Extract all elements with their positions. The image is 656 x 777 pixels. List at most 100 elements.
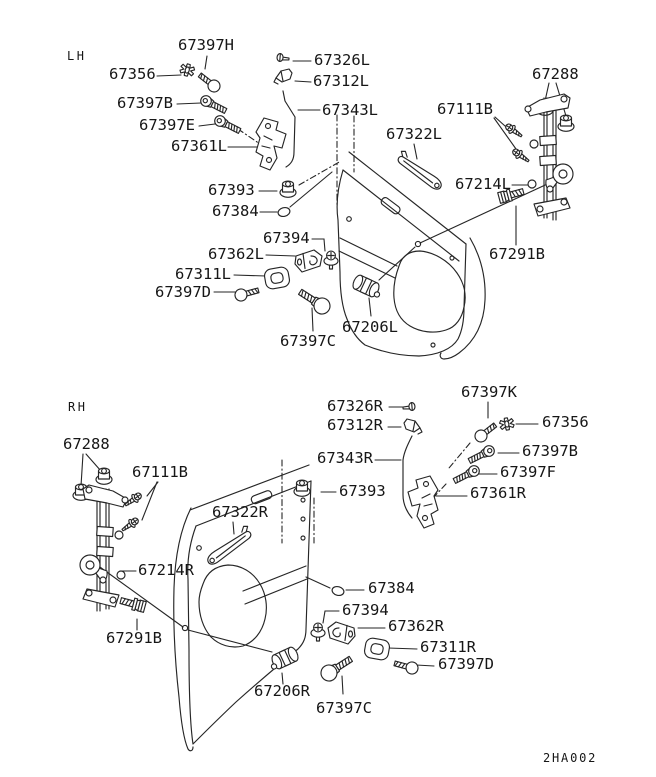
part-label-67206R-rh: 67206R [254, 682, 311, 700]
screw-67394-lh-icon [323, 250, 339, 270]
part-label-67326R-rh: 67326R [327, 397, 384, 415]
part-label-67111B-rh: 67111B [132, 463, 188, 481]
rod-clip-67312R-icon [403, 418, 423, 435]
door-handle-67322R-icon [201, 524, 257, 567]
bolt-67397B-lh-icon [198, 93, 229, 117]
leader-line [198, 123, 216, 127]
door-latch-67361L-icon [255, 117, 287, 171]
part-label-67312R-rh: 67312R [327, 416, 384, 434]
part-label-67394-rh: 67394 [342, 601, 389, 619]
part-label-67397B-rh: 67397B [522, 442, 578, 460]
part-label-67288-lh: 67288 [532, 65, 579, 83]
part-label-67311R-rh: 67311R [420, 638, 477, 656]
bolt-67397E-icon [212, 113, 243, 137]
leader-line [265, 254, 296, 257]
part-label-67214L-lh: 67214L [455, 175, 511, 193]
leader-line [341, 675, 344, 695]
leader-line [368, 297, 372, 317]
crank-clamp-67206L-icon [350, 273, 385, 301]
part-label-67361R-rh: 67361R [470, 484, 527, 502]
part-label-67397C-rh: 67397C [316, 699, 372, 717]
part-label-67397B-lh: 67397B [117, 94, 173, 112]
part-labels-layer: LH67397H6735667397B67397E67361L67326L673… [63, 36, 597, 765]
leader-line [92, 561, 184, 628]
leader-line [387, 647, 418, 650]
bolt-67397B-rh-icon [466, 443, 497, 467]
gasket-67311L-icon [262, 265, 292, 291]
part-label-67322R-rh: 67322R [212, 503, 269, 521]
leader-line [281, 672, 284, 685]
leader-line [322, 610, 340, 624]
screw-67111B-rh-icon-2 [119, 515, 141, 535]
part-label-67356-rh: 67356 [542, 413, 589, 431]
leader-line [187, 629, 273, 653]
part-label-67394-lh: 67394 [263, 229, 310, 247]
part-label-67312L-lh: 67312L [313, 72, 369, 90]
window-regulator-67214R-icon [79, 484, 129, 612]
leader-line [80, 453, 84, 487]
leader-line [305, 576, 331, 589]
lock-rod-67343R [402, 435, 413, 519]
bolt-67397C-lh-icon [295, 284, 334, 318]
part-label-67384-rh: 67384 [368, 579, 415, 597]
part-label-67393-rh: 67393 [339, 482, 386, 500]
screw-67111B-lh-icon-2 [510, 146, 532, 166]
screw-67326L-icon [276, 52, 290, 63]
leader-line [415, 664, 435, 667]
part-label-67361L-lh: 67361L [171, 137, 227, 155]
part-label-67322L-lh: 67322L [386, 125, 442, 143]
leader-line [311, 307, 314, 332]
part-label-67397H-lh: 67397H [178, 36, 234, 54]
section-header-lh: LH [67, 49, 86, 63]
projection-line [298, 160, 342, 186]
part-label-67397D-lh: 67397D [155, 283, 211, 301]
part-label-67397D-rh: 67397D [438, 655, 494, 673]
projection-line [432, 483, 447, 499]
part-label-67291B-rh: 67291B [106, 629, 162, 647]
pin-bolt-67397H-icon [195, 69, 223, 95]
grommet-clip-67356-rh-icon [498, 416, 516, 432]
part-label-67397C-lh: 67397C [280, 332, 336, 350]
leader-line [232, 521, 235, 535]
plug-67384-rh-icon [330, 584, 346, 598]
part-label-67214R-rh: 67214R [138, 561, 195, 579]
part-label-67206L-lh: 67206L [342, 318, 398, 336]
parts-rh [72, 401, 516, 685]
leader-line [204, 55, 208, 70]
bolt-67397D-rh-icon [392, 656, 420, 676]
grommet-clip-67356-lh-icon [178, 61, 197, 79]
projection-line [448, 442, 471, 469]
part-label-67356-lh: 67356 [109, 65, 156, 83]
part-label-67291B-lh: 67291B [489, 245, 545, 263]
screw-67111B-lh-icon-1 [503, 121, 525, 141]
leader-line [85, 453, 102, 472]
part-label-67393-lh: 67393 [208, 181, 255, 199]
part-label-67343L-lh: 67343L [322, 101, 378, 119]
bolt-67397F-icon [451, 463, 482, 487]
leader-line [233, 274, 267, 277]
part-label-67326L-lh: 67326L [314, 51, 370, 69]
striker-67362R-icon [327, 621, 356, 645]
projection-line [237, 128, 261, 145]
nut-67288-rh-icon-1 [95, 467, 113, 485]
part-label-67362L-lh: 67362L [208, 245, 264, 263]
part-label-67397K-rh: 67397K [461, 383, 518, 401]
pin-bolt-67397K-icon [472, 419, 500, 445]
striker-67362L-icon [294, 249, 323, 273]
leader-line [141, 481, 158, 521]
leader-line [156, 74, 182, 77]
leader-line [311, 238, 326, 252]
leader-line [176, 102, 202, 105]
leader-line [294, 80, 312, 83]
diagram-code: 2HA002 [543, 751, 597, 765]
part-label-67384-lh: 67384 [212, 202, 259, 220]
leader-line [413, 143, 418, 160]
nut-67393-lh-icon [279, 180, 297, 198]
door-panel-lh [336, 151, 486, 360]
nut-67393-rh-icon [293, 479, 311, 497]
screw-67394-rh-icon [310, 622, 326, 642]
door-panel-rh [173, 464, 312, 752]
section-header-rh: RH [68, 400, 87, 414]
rod-clip-67312L-icon [273, 68, 293, 85]
